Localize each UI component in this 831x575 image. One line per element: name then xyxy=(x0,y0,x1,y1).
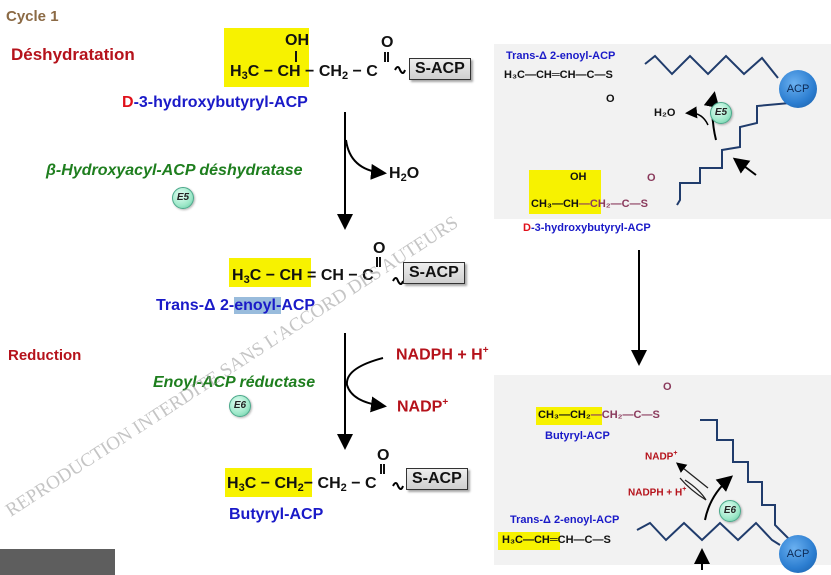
rb-nadp: NADP+ xyxy=(645,450,678,463)
rt-badge-e5: E5 xyxy=(710,102,732,124)
rt-hydroxy-highlight xyxy=(529,170,601,214)
s-acp-box-3: S-ACP xyxy=(406,468,468,490)
arrow-h2o-top xyxy=(685,106,709,126)
carbonyl-bond-1 xyxy=(384,52,389,62)
enzyme-e5-name: β-Hydroxyacyl-ACP déshydratase xyxy=(46,162,303,179)
rt-enoyl-carbonyl-o: O xyxy=(606,93,615,105)
arrow-nadp-out xyxy=(675,462,709,489)
highlight-enoyl xyxy=(229,258,311,287)
highlight-hydroxy xyxy=(224,28,309,87)
rt-acp-protein: ACP xyxy=(779,70,817,108)
rt-hydroxy-name: D-3-hydroxybutyryl-ACP xyxy=(523,222,651,234)
bottom-toolbar-strip xyxy=(0,549,115,575)
s-acp-box-2: S-ACP xyxy=(403,262,465,284)
rb-butyryl-formula: CH₃—CH₂—CH₂—C—S xyxy=(538,409,660,421)
step-dehydration-label: Déshydratation xyxy=(11,45,135,64)
carbonyl-o-2: O xyxy=(373,240,386,257)
name-hydroxybutyryl-acp: D-3-hydroxybutyryl-ACP xyxy=(122,94,308,111)
formula-butyryl: H3C − CH2− CH2 − C xyxy=(227,475,377,494)
arrow-e6-bottom xyxy=(704,475,734,521)
rb-butyryl-name: Butyryl-ACP xyxy=(545,430,610,442)
rb-nadph: NADPH + H+ xyxy=(628,486,687,499)
rt-h2o: H₂O xyxy=(654,107,676,119)
rt-hydroxy-oh: OH xyxy=(570,171,587,183)
carbonyl-o-3: O xyxy=(377,447,390,464)
oh-bond xyxy=(295,51,297,62)
thioester-wavy-3 xyxy=(392,482,404,490)
pantetheine-chain-top2 xyxy=(676,102,791,206)
cofactor-nadph: NADPH + H+ xyxy=(396,345,489,364)
carbonyl-bond-3 xyxy=(380,464,385,474)
highlight-butyryl xyxy=(225,468,312,497)
enzyme-badge-e6: E6 xyxy=(229,395,251,417)
oh-group: OH xyxy=(285,32,309,49)
enzyme-badge-e5: E5 xyxy=(172,187,194,209)
pantetheine-chain-bottom2 xyxy=(636,521,781,546)
cofactor-nadp: NADP+ xyxy=(397,397,449,416)
step-reduction-label: Reduction xyxy=(8,347,82,364)
formula-hydroxybutyryl: H3C − CH − CH2 − C xyxy=(230,63,378,82)
thioester-wavy-1 xyxy=(394,66,406,74)
arrow-nadph-nadp xyxy=(345,357,387,413)
arrow-pointer-top xyxy=(732,157,757,176)
s-acp-box-1: S-ACP xyxy=(409,58,471,80)
rt-hydroxy-formula: CH₃—CH—CH₂—C—S xyxy=(531,198,648,210)
formula-enoyl: H3C − CH = CH − C xyxy=(232,267,374,286)
carbonyl-bond-2 xyxy=(376,257,381,267)
rb-butyryl-o: O xyxy=(663,381,672,393)
rb-enoyl-name: Trans-Δ 2-enoyl-ACP xyxy=(510,514,620,526)
carbonyl-o-1: O xyxy=(381,34,394,51)
enzyme-e6-name: Enoyl-ACP réductase xyxy=(153,374,316,391)
rb-enoyl-formula: H₃C—CH═CH—C—S xyxy=(502,534,611,546)
thioester-wavy-2 xyxy=(392,277,404,285)
arrow-nadp-bottom xyxy=(679,477,707,501)
name-enoyl-acp: Trans-Δ 2-enoyl-ACP xyxy=(156,297,316,314)
pantetheine-chain-bottom xyxy=(700,419,791,541)
rb-butyryl-highlight xyxy=(536,407,602,425)
name-butyryl-acp: Butyryl-ACP xyxy=(229,506,324,523)
arrow-h2o-release xyxy=(345,139,387,180)
rt-hydroxy-o: O xyxy=(647,172,656,184)
rb-acp-protein: ACP xyxy=(779,535,817,573)
rt-enoyl-formula: H₃C—CH═CH—C—S xyxy=(504,69,613,81)
cycle-label: Cycle 1 xyxy=(6,8,59,25)
rb-badge-e6: E6 xyxy=(719,500,741,522)
rt-enoyl-name: Trans-Δ 2-enoyl-ACP xyxy=(506,50,616,62)
rb-enoyl-highlight xyxy=(498,532,560,550)
h2o-product: H2O xyxy=(389,165,420,184)
pantetheine-chain-top xyxy=(644,54,779,79)
